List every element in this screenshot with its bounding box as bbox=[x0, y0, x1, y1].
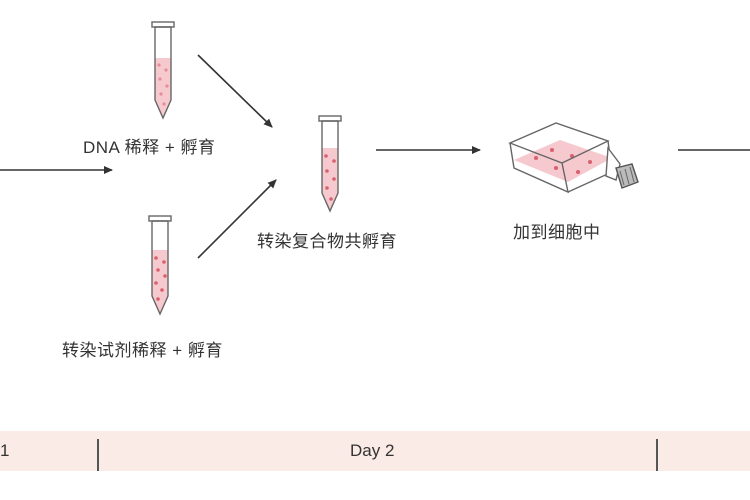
step-label-complex-incubation: 转染复合物共孵育 bbox=[257, 232, 397, 251]
culture-flask-icon bbox=[508, 122, 639, 194]
step-label-add-to-cells: 加到细胞中 bbox=[513, 223, 601, 242]
timeline-divider bbox=[97, 439, 99, 471]
timeline-day-label: Day 2 bbox=[350, 441, 395, 460]
complex-tube-icon bbox=[318, 115, 342, 213]
timeline-previous-day: 1 bbox=[0, 441, 10, 460]
arrow-dna-to-complex bbox=[197, 54, 273, 128]
step-label-dna-dilution: DNA 稀释 + 孵育 bbox=[83, 138, 216, 157]
timeline-band: 1 Day 2 bbox=[0, 431, 750, 471]
dna-tube-icon bbox=[151, 21, 175, 120]
arrow-reagent-to-complex bbox=[197, 179, 277, 259]
step-label-reagent-dilution: 转染试剂稀释 + 孵育 bbox=[62, 341, 223, 360]
reagent-tube-icon bbox=[148, 215, 172, 316]
timeline-divider bbox=[656, 439, 658, 471]
